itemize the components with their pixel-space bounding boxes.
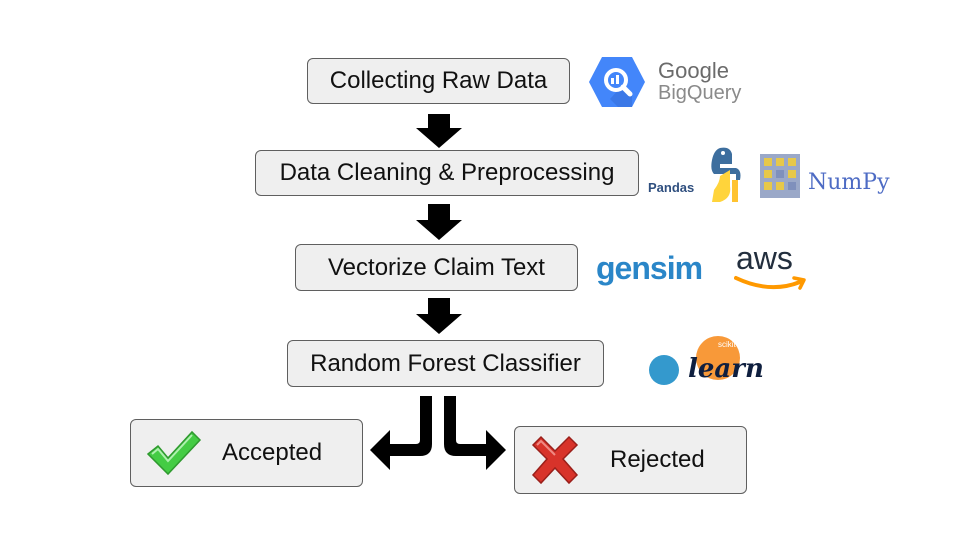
step-data-cleaning: Data Cleaning & Preprocessing xyxy=(255,150,639,196)
scikit-learn-circles-icon xyxy=(649,336,740,385)
numpy-label: NumPy xyxy=(808,170,890,195)
split-arrow-icon xyxy=(370,396,506,470)
step-label: Data Cleaning & Preprocessing xyxy=(279,159,615,186)
outcome-accepted: Accepted xyxy=(130,419,363,487)
bigquery-line2: BigQuery xyxy=(658,82,742,104)
aws-smile-icon xyxy=(734,276,806,290)
aws-label: aws xyxy=(736,240,793,276)
step-label: Collecting Raw Data xyxy=(329,67,548,94)
scikit-small-label: scikit xyxy=(718,340,736,349)
down-arrow-icon xyxy=(416,298,462,334)
gensim-logo: gensim xyxy=(596,250,703,286)
pandas-python-icon xyxy=(711,147,741,202)
step-label: Vectorize Claim Text xyxy=(328,253,545,281)
down-arrow-icon xyxy=(416,114,462,148)
scikit-learn-logo: scikit learn xyxy=(646,334,764,390)
check-mark-icon xyxy=(146,430,202,476)
google-bigquery-logo: Google BigQuery xyxy=(588,52,748,110)
down-arrow-icon xyxy=(416,204,462,240)
accepted-label: Accepted xyxy=(222,439,323,466)
bigquery-hexagon-icon xyxy=(589,57,645,107)
rejected-label: Rejected xyxy=(610,446,705,473)
pandas-logo: Pandas xyxy=(646,146,746,206)
step-label: Random Forest Classifier xyxy=(310,349,581,377)
step-collecting-raw-data: Collecting Raw Data xyxy=(307,58,570,104)
numpy-cube-icon xyxy=(760,154,800,198)
x-mark-icon xyxy=(531,435,579,485)
step-random-forest-classifier: Random Forest Classifier xyxy=(287,340,604,387)
numpy-logo: NumPy xyxy=(756,150,892,204)
outcome-rejected: Rejected xyxy=(514,426,747,494)
step-vectorize-claim-text: Vectorize Claim Text xyxy=(295,244,578,291)
aws-logo: aws xyxy=(734,240,814,296)
bigquery-line1: Google xyxy=(658,58,729,83)
pandas-label: Pandas xyxy=(648,180,695,195)
learn-label: learn xyxy=(688,354,764,384)
